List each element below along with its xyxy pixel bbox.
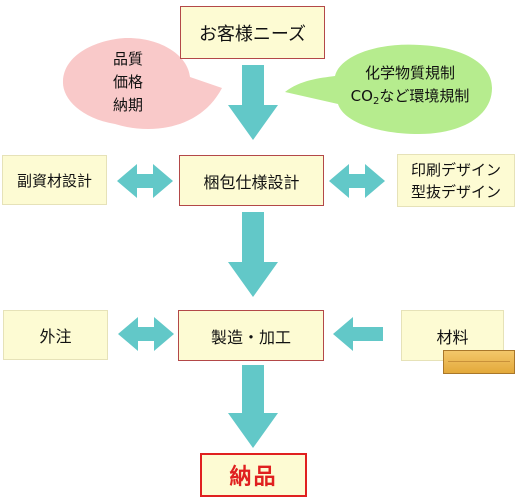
bubble-left-shape [62, 37, 222, 130]
arrow-design-sub-material [117, 164, 173, 198]
price-label: 価格 [112, 73, 143, 91]
quality-label: 品質 [112, 50, 143, 68]
die-design-label: 型抜デザイン [410, 182, 501, 201]
wooden-board-icon [443, 350, 515, 374]
design-box: 梱包仕様設計 [179, 155, 324, 206]
materials-label: 材料 [436, 327, 469, 347]
arrow-needs-to-design [228, 65, 278, 140]
arrow-manufacturing-to-delivery [228, 365, 278, 448]
delivery-box: 納品 [200, 453, 307, 497]
bubble-left-text: 品質 価格 納期 [103, 48, 153, 117]
arrow-outsourcing-manufacturing [118, 317, 174, 351]
lead-time-label: 納期 [112, 96, 143, 114]
arrow-design-to-manufacturing [228, 212, 278, 297]
outsourcing-box: 外注 [3, 310, 108, 360]
bubble-right-text: 化学物質規制 CO2など環境規制 [330, 62, 490, 113]
manufacturing-label: 製造・加工 [210, 327, 291, 347]
bubble-right-shape [285, 44, 492, 135]
manufacturing-box: 製造・加工 [178, 310, 324, 361]
arrow-design-print [329, 164, 385, 198]
sub-material-design-label: 副資材設計 [16, 171, 92, 190]
chemical-regulation-label: 化学物質規制 [364, 64, 455, 82]
design-label: 梱包仕様設計 [203, 172, 300, 192]
customer-needs-box: お客様ニーズ [180, 6, 325, 59]
arrow-materials-to-manufacturing [333, 317, 383, 351]
print-design-label: 印刷デザイン [410, 160, 501, 179]
delivery-label: 納品 [229, 465, 278, 490]
print-die-design-box: 印刷デザイン 型抜デザイン [397, 154, 515, 207]
environmental-regulation-label: CO2など環境規制 [350, 87, 470, 107]
sub-material-design-box: 副資材設計 [2, 155, 107, 205]
customer-needs-label: お客様ニーズ [198, 23, 307, 45]
outsourcing-label: 外注 [39, 327, 72, 346]
